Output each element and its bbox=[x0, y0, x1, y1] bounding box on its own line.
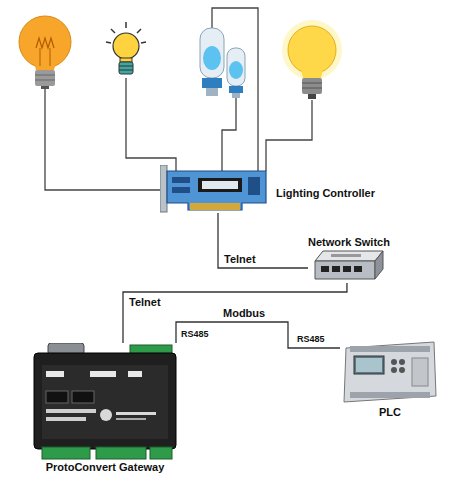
connector-line bbox=[176, 322, 340, 348]
controller-card bbox=[160, 165, 270, 213]
connector-line bbox=[218, 213, 308, 268]
lighting-controller-art bbox=[160, 165, 270, 213]
edge-label: Telnet bbox=[223, 253, 257, 266]
protoconvert-gateway: ProtoConvert Gateway bbox=[30, 343, 180, 474]
halogen-lamps bbox=[200, 28, 245, 98]
orange-bulb bbox=[19, 16, 71, 89]
network-switch: Network Switch bbox=[308, 236, 390, 283]
small-bulb bbox=[106, 22, 146, 74]
node-label: PLC bbox=[379, 406, 401, 419]
node-label: ProtoConvert Gateway bbox=[46, 461, 165, 474]
lighting-controller: Lighting Controller bbox=[160, 165, 375, 213]
node-label: Network Switch bbox=[308, 236, 390, 249]
edge-label: Modbus bbox=[222, 307, 266, 320]
plc-device-art bbox=[340, 338, 440, 406]
gateway-device bbox=[30, 343, 180, 461]
node-label: Lighting Controller bbox=[276, 187, 375, 200]
port-label: RS485 bbox=[296, 334, 326, 345]
plc-device bbox=[340, 338, 440, 406]
yellow-bulb bbox=[282, 20, 342, 99]
lamp-wires bbox=[45, 8, 312, 190]
network-switch-art bbox=[313, 249, 385, 283]
protoconvert-gateway-art bbox=[30, 343, 180, 461]
switch-icon bbox=[313, 249, 385, 283]
plc-device: PLC bbox=[340, 338, 440, 419]
port-label: RS485 bbox=[180, 329, 210, 340]
edge-label: Telnet bbox=[128, 296, 162, 309]
